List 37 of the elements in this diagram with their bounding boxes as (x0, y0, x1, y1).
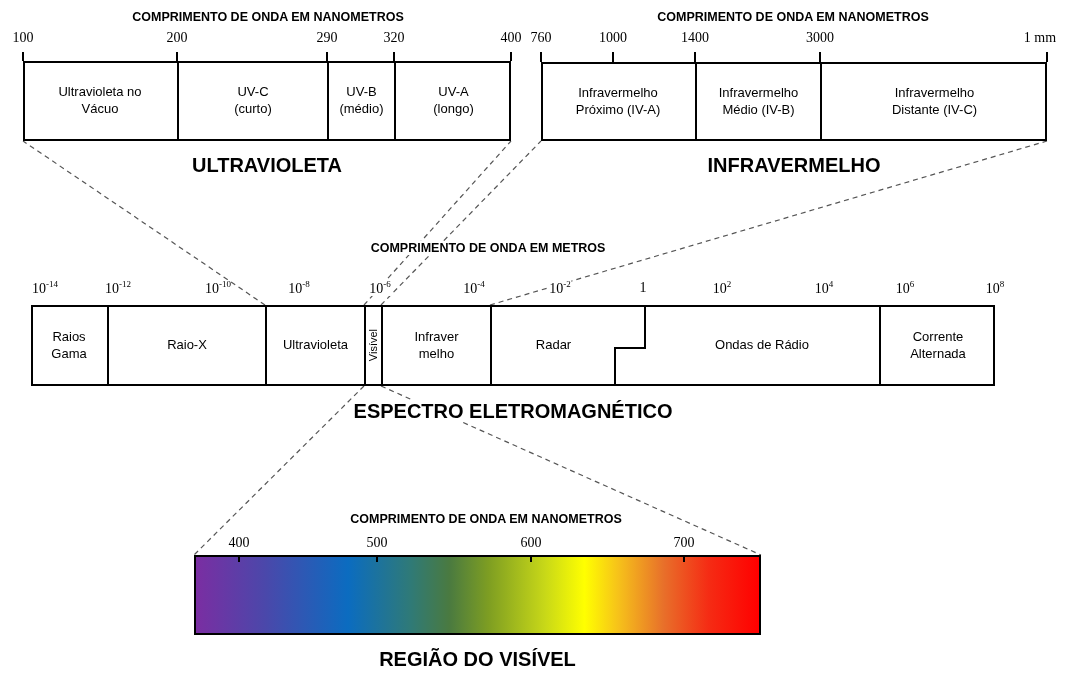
tick-label: 10$^{6}$ (895, 280, 915, 296)
band-name: Ultravioleta (282, 337, 349, 354)
tick-label: 10$^{4}$ (814, 280, 834, 296)
projection-line (489, 140, 1048, 306)
projection-line (193, 385, 365, 556)
axis-title: COMPRIMENTO DE ONDA EM NANOMETROS (657, 10, 929, 24)
band-name: Infraver melho (413, 328, 460, 363)
band-name: UV-C (curto) (233, 84, 273, 118)
band-name: Radar (534, 337, 573, 354)
band-name: Visível (366, 329, 381, 362)
tick-label: 10$^{-4}$ (463, 280, 485, 296)
band-name: Corrente Alternada (909, 328, 967, 363)
band-name: Infravermelho Distante (IV-C) (890, 84, 979, 119)
projection-line (363, 140, 512, 306)
projection-line (22, 140, 266, 306)
band-name: UV-B (médio) (338, 84, 385, 118)
projection-line (380, 385, 762, 556)
band-name: UV-A (longo) (432, 84, 475, 118)
band-name: Raios Gama (50, 328, 88, 363)
band-name: Ultravioleta no Vácuo (57, 84, 143, 118)
axis-title: COMPRIMENTO DE ONDA EM NANOMETROS (132, 10, 404, 24)
axis-title: COMPRIMENTO DE ONDA EM METROS (370, 241, 606, 255)
axis-title: COMPRIMENTO DE ONDA EM NANOMETROS (350, 512, 622, 526)
tick-label: 10$^{-10}$ (205, 280, 231, 296)
bar-title: ESPECTRO ELETROMAGNÉTICO (353, 400, 673, 422)
tick-label: 10$^{-8}$ (288, 280, 310, 296)
band-name: Raio-X (166, 337, 208, 354)
tick-label: 10$^{-12}$ (105, 280, 131, 296)
band-name: Ondas de Rádio (714, 337, 810, 354)
tick-label: 10$^{-2}$ (549, 280, 571, 296)
tick-label: 10$^{-6}$ (369, 280, 391, 296)
tick-label: 10$^{-14}$ (32, 280, 58, 296)
tick-label: 10$^{8}$ (985, 280, 1005, 296)
band-name: Infravermelho Próximo (IV-A) (574, 84, 662, 119)
projection-line (380, 140, 542, 306)
band-name: Infravermelho Médio (IV-B) (717, 84, 800, 119)
tick-label: 10$^{2}$ (712, 280, 732, 296)
